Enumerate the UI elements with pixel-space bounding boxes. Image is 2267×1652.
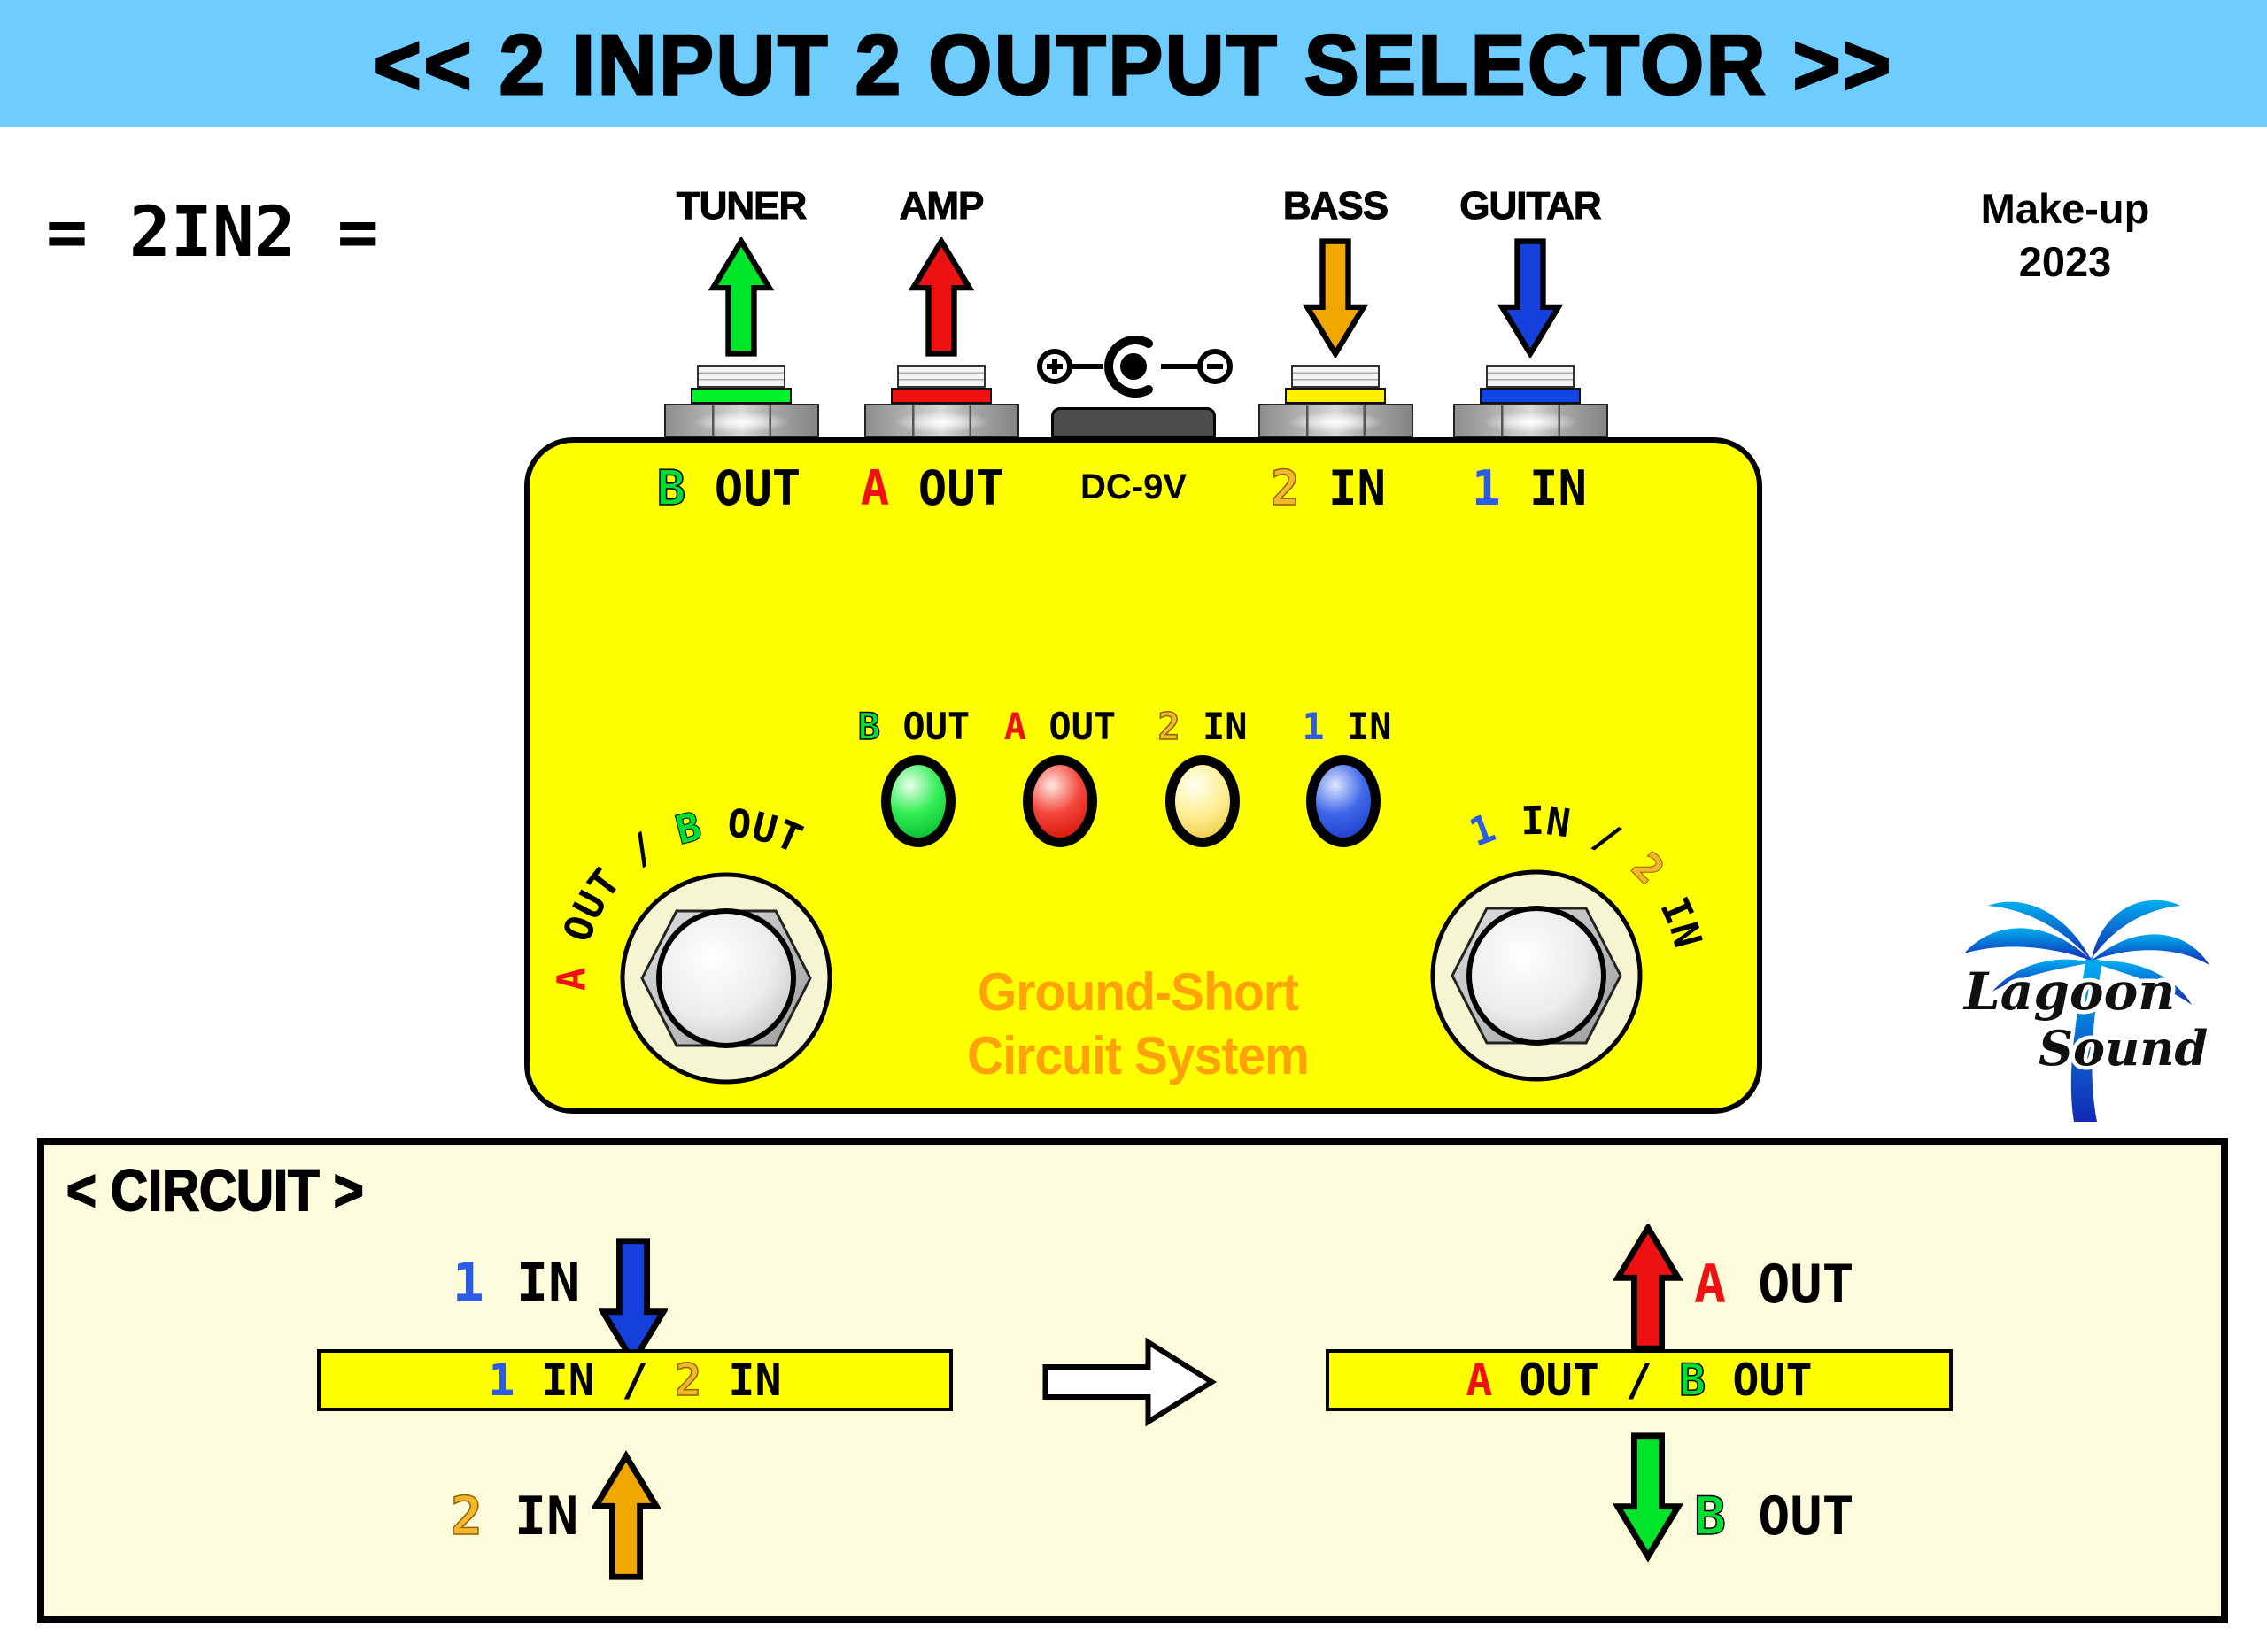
down-arrow-icon (1302, 238, 1369, 358)
logo-line2: Sound (2039, 1020, 2208, 1077)
footswitch-right-label: 1 IN / 2 IN (1464, 799, 1710, 953)
jack-amp-nut (864, 404, 1019, 437)
led-label-a-out: A OUT (1003, 705, 1117, 748)
jack-guitar-label: GUITAR (1459, 184, 1602, 228)
circuit-1in-label: 1 IN (452, 1252, 581, 1314)
circuit-input-bus-box: 1 IN / 2 IN (317, 1349, 953, 1411)
led-b-out (881, 755, 956, 847)
makeup-line1: Make-up (1980, 185, 2150, 232)
pedal-top-label-dc9v: DC-9V (1079, 467, 1188, 506)
footswitch-right (1430, 869, 1643, 1082)
ground-short-text: Ground-Short Circuit System (967, 962, 1310, 1085)
pedal-top-label-b-out: B OUT (656, 459, 801, 517)
circuit-flow-right-arrow-icon (1042, 1337, 1218, 1427)
circuit-output-bus-box: A OUT / B OUT (1326, 1349, 1953, 1411)
led-label-2-in: 2 IN (1157, 704, 1248, 749)
page-title: << 2 INPUT 2 OUTPUT SELECTOR >> (372, 17, 1894, 114)
up-arrow-icon (908, 237, 975, 357)
jack-amp-label: AMP (899, 184, 985, 228)
jack-tuner: TUNER (662, 184, 821, 437)
circuit-2in-label: 2 IN (450, 1485, 579, 1548)
circuit-2in-up-arrow-icon (592, 1450, 661, 1580)
circuit-bout-label: B OUT (1693, 1485, 1854, 1548)
jack-tuner-band (691, 388, 792, 404)
led-label-b-out: B OUT (857, 704, 971, 749)
pedal-top-label-a-out: A OUT (860, 460, 1005, 516)
circuit-bout-down-arrow-icon (1613, 1432, 1683, 1562)
jack-amp-band (891, 388, 992, 404)
model-label: = 2IN2 = (46, 193, 379, 273)
footswitch-left (620, 872, 832, 1085)
footswitch-left-button (656, 908, 796, 1048)
jack-guitar-plug (1486, 365, 1575, 388)
jack-bass-label: BASS (1282, 184, 1389, 228)
footswitch-left-label: A OUT / B OUT (549, 801, 809, 991)
logo-line1: Lagoon (1962, 961, 2175, 1022)
footswitch-right-button (1466, 906, 1606, 1046)
jack-amp-plug (897, 365, 986, 388)
circuit-aout-up-arrow-icon (1613, 1224, 1683, 1352)
svg-text:1 IN / 2 IN: 1 IN / 2 IN (1464, 799, 1710, 953)
jack-bass: BASS (1256, 184, 1415, 437)
down-arrow-icon (1497, 238, 1564, 358)
palm-tree-icon (1964, 899, 2209, 1122)
banner: << 2 INPUT 2 OUTPUT SELECTOR >> (0, 0, 2267, 127)
jack-tuner-plug (697, 365, 785, 388)
circuit-1in-down-arrow-icon (599, 1238, 668, 1367)
led-label-1-in: 1 IN (1302, 705, 1392, 748)
makeup-line2: 2023 (2018, 238, 2112, 285)
jack-tuner-nut (664, 404, 819, 437)
jack-bass-band (1285, 388, 1386, 404)
pedal-top-label-2-in: 2 IN (1270, 459, 1387, 517)
jack-guitar: GUITAR (1451, 184, 1610, 437)
makeup-label: Make-up 2023 (1923, 182, 2207, 289)
svg-text:A OUT / B OUT: A OUT / B OUT (549, 801, 809, 991)
led-1-in (1306, 755, 1381, 847)
jack-guitar-band (1480, 388, 1581, 404)
dc-polarity-center-negative-icon (1037, 336, 1233, 398)
led-2-in (1165, 755, 1240, 847)
jack-amp: AMP (862, 184, 1021, 437)
jack-tuner-label: TUNER (676, 184, 808, 228)
pedal-top-label-1-in: 1 IN (1471, 460, 1588, 516)
jack-bass-plug (1291, 365, 1380, 388)
led-a-out (1023, 755, 1097, 847)
circuit-title: < CIRCUIT > (66, 1156, 364, 1224)
lagoon-sound-logo: Lagoon Sound (1959, 899, 2212, 1122)
jack-guitar-nut (1453, 404, 1608, 437)
jack-bass-nut (1258, 404, 1413, 437)
up-arrow-icon (708, 237, 775, 357)
circuit-aout-label: A OUT (1694, 1254, 1854, 1316)
dc-jack (1051, 407, 1216, 439)
